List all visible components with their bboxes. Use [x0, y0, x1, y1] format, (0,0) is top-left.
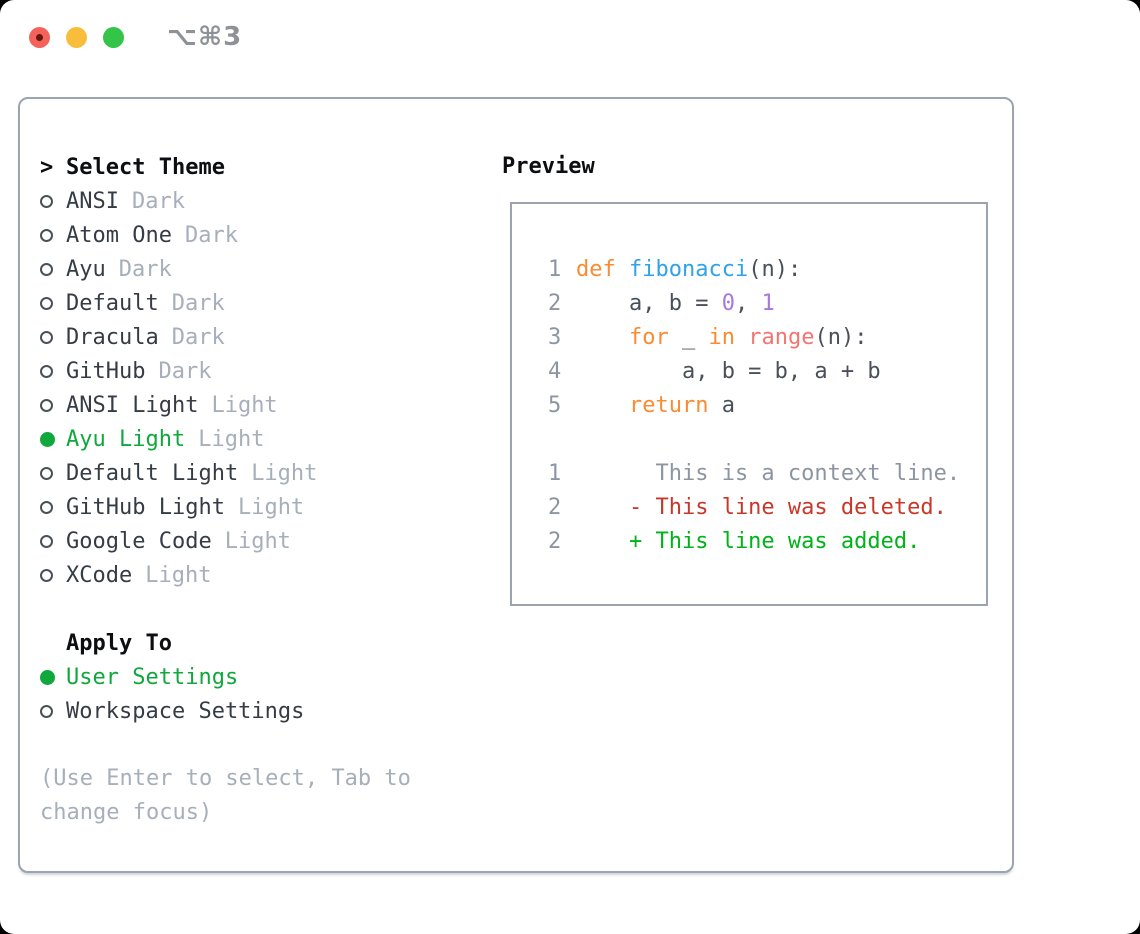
line-number: 1: [548, 460, 562, 486]
line-number: 3: [548, 324, 562, 350]
titlebar: ⌥⌘3: [0, 0, 1140, 75]
preview-title: Preview: [502, 154, 595, 179]
window-title: ⌥⌘3: [167, 22, 243, 52]
line-number: 2: [548, 528, 562, 554]
apply-option-workspace-settings[interactable]: Workspace Settings: [40, 694, 411, 728]
theme-variant-badge: Dark: [171, 290, 225, 316]
radio-unselected-icon: [40, 500, 53, 514]
selection-caret-icon: >: [40, 154, 54, 180]
code-text: This is a context line.: [576, 460, 961, 486]
theme-option-dracula[interactable]: Dracula Dark: [40, 320, 411, 354]
theme-option-label: Google Code: [66, 528, 212, 554]
theme-option-label: GitHub: [66, 358, 146, 384]
line-number: 4: [548, 358, 562, 384]
theme-option-ayu-light[interactable]: Ayu Light Light: [40, 422, 411, 456]
code-line: 2 + This line was added.: [548, 524, 986, 558]
apply-to-header-label: Apply To: [66, 630, 172, 656]
radio-selected-icon: [40, 431, 55, 447]
close-button-icon[interactable]: [29, 27, 50, 48]
radio-unselected-icon: [40, 568, 53, 582]
radio-unselected-icon: [40, 466, 53, 480]
theme-option-label: Default Light: [66, 460, 239, 486]
theme-variant-badge: Light: [251, 460, 318, 486]
theme-option-label: Dracula: [66, 324, 159, 350]
theme-option-label: XCode: [66, 562, 133, 588]
theme-option-label: GitHub Light: [66, 494, 225, 520]
radio-unselected-icon: [40, 228, 53, 242]
code-text: a, b = b, a + b: [576, 358, 881, 384]
code-line: 4 a, b = b, a + b: [548, 354, 986, 388]
spacer: [40, 728, 411, 762]
line-number: 2: [548, 494, 562, 520]
radio-unselected-icon: [40, 534, 53, 548]
radio-unselected-icon: [40, 364, 53, 378]
theme-option-ansi[interactable]: ANSI Dark: [40, 184, 411, 218]
theme-variant-badge: Light: [145, 562, 212, 588]
code-line: 1 def fibonacci(n):: [548, 252, 986, 286]
radio-unselected-icon: [40, 194, 53, 208]
code-line: 2 a, b = 0, 1: [548, 286, 986, 320]
radio-unselected-icon: [40, 398, 53, 412]
theme-option-label: Ayu: [66, 256, 106, 282]
theme-variant-badge: Dark: [158, 358, 212, 384]
theme-variant-badge: Light: [211, 392, 278, 418]
theme-option-ansi-light[interactable]: ANSI Light Light: [40, 388, 411, 422]
apply-option-label: Workspace Settings: [66, 698, 305, 724]
code-line: 3 for _ in range(n):: [548, 320, 986, 354]
theme-variant-badge: Dark: [118, 256, 172, 282]
code-line: [548, 422, 986, 456]
theme-variant-badge: Dark: [184, 222, 238, 248]
code-text: for _ in range(n):: [628, 324, 868, 350]
select-theme-header-label: Select Theme: [66, 154, 225, 180]
code-text: a, b = 0, 1: [576, 290, 775, 316]
radio-unselected-icon: [40, 262, 53, 276]
theme-option-label: Ayu Light: [66, 426, 186, 452]
theme-option-ayu[interactable]: Ayu Dark: [40, 252, 411, 286]
minimize-button-icon[interactable]: [66, 27, 87, 48]
radio-selected-icon: [40, 669, 55, 685]
radio-unselected-icon: [40, 330, 53, 344]
theme-option-default[interactable]: Default Dark: [40, 286, 411, 320]
line-number: 2: [548, 290, 562, 316]
code-line: 1 This is a context line.: [548, 456, 986, 490]
theme-option-atom-one[interactable]: Atom One Dark: [40, 218, 411, 252]
theme-option-github[interactable]: GitHub Dark: [40, 354, 411, 388]
theme-variant-badge: Light: [198, 426, 265, 452]
apply-to-header: Apply To: [40, 626, 411, 660]
radio-unselected-icon: [40, 704, 53, 718]
spacer: [40, 592, 411, 626]
code-text: return a: [628, 392, 735, 418]
line-number: 1: [548, 256, 562, 282]
zoom-button-icon[interactable]: [103, 27, 124, 48]
apply-option-label: User Settings: [66, 664, 239, 690]
line-number: 5: [548, 392, 562, 418]
theme-option-label: ANSI Light: [66, 392, 199, 418]
theme-option-label: ANSI: [66, 188, 119, 214]
theme-variant-badge: Light: [237, 494, 305, 520]
code-text: - This line was deleted.: [576, 494, 947, 520]
theme-option-xcode[interactable]: XCode Light: [40, 558, 411, 592]
code-text: + This line was added.: [576, 528, 921, 554]
code-line: 2 - This line was deleted.: [548, 490, 986, 524]
code-text: def fibonacci(n):: [576, 256, 802, 282]
apply-option-user-settings[interactable]: User Settings: [40, 660, 411, 694]
theme-option-label: Atom One: [66, 222, 172, 248]
theme-variant-badge: Light: [224, 528, 291, 554]
theme-option-label: Default: [66, 290, 159, 316]
theme-variant-badge: Dark: [171, 324, 225, 350]
code-line: 5 return a: [548, 388, 986, 422]
theme-option-google-code[interactable]: Google Code Light: [40, 524, 411, 558]
select-theme-header: > Select Theme: [40, 150, 411, 184]
theme-option-default-light[interactable]: Default Light Light: [40, 456, 411, 490]
theme-variant-badge: Dark: [131, 188, 185, 214]
keyboard-hint-text: (Use Enter to select, Tab to change focu…: [40, 766, 411, 825]
radio-unselected-icon: [40, 296, 53, 310]
theme-option-github-light[interactable]: GitHub Light Light: [40, 490, 411, 524]
